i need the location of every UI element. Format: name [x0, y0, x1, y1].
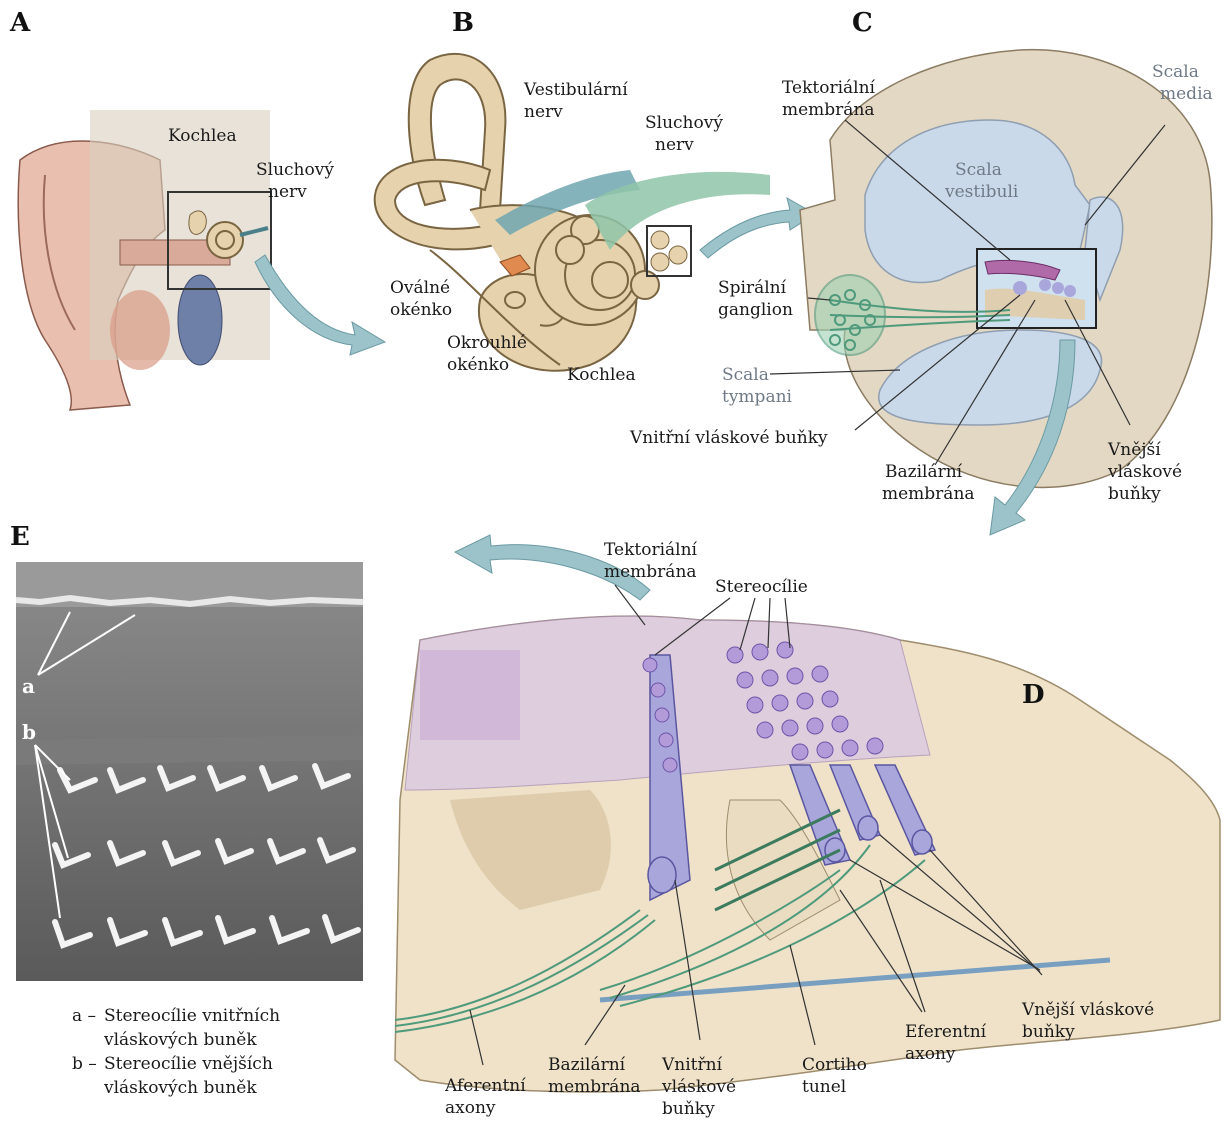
legend-text-b-1: Stereocílie vnějších [104, 1052, 273, 1076]
legend-text-a-1: Stereocílie vnitřních [104, 1004, 280, 1028]
label-d-aferentni-1: Aferentní [445, 1076, 526, 1097]
arrow-a-b [255, 255, 385, 355]
legend-row-b-cont: vláskových buněk [72, 1076, 280, 1100]
label-b-vestibularni-2: nerv [524, 102, 563, 123]
label-d-bazilarni-2: membrána [548, 1077, 641, 1098]
label-b-okrouhle-1: Okrouhlé [447, 333, 527, 354]
label-c-vnejsi-3: buňky [1108, 484, 1161, 505]
label-b-ovalne-2: okénko [390, 300, 452, 321]
legend-text-b-2: vláskových buněk [104, 1076, 257, 1100]
label-c-vnejsi-1: Vnější [1108, 440, 1161, 461]
round-window [505, 292, 525, 308]
label-c-vnitrni: Vnitřní vláskové buňky [630, 428, 828, 449]
label-a-kochlea: Kochlea [168, 126, 237, 147]
label-d-tektorialni-2: membrána [604, 562, 697, 583]
label-b-okrouhle-2: okénko [447, 355, 509, 376]
legend-key-b: b – [72, 1052, 104, 1076]
legend-row-a-cont: vláskových buněk [72, 1028, 280, 1052]
label-b-ovalne-1: Oválné [390, 278, 450, 299]
label-d-bazilarni-1: Bazilární [548, 1055, 625, 1076]
label-d-vnitrni-1: Vnitřní [662, 1055, 722, 1076]
label-b-kochlea: Kochlea [567, 365, 636, 386]
label-d-vnitrni-2: vláskové [662, 1077, 736, 1098]
label-a-sluchovy-1: Sluchový [256, 160, 334, 181]
legend-row-b: b – Stereocílie vnějších [72, 1052, 280, 1076]
label-b-vestibularni-1: Vestibulární [524, 80, 628, 101]
legend-row-a: a – Stereocílie vnitřních [72, 1004, 280, 1028]
label-c-vnejsi-2: vláskové [1108, 462, 1182, 483]
label-c-bazilarni-2: membrána [882, 484, 975, 505]
label-c-scala-media-2: media [1160, 84, 1213, 105]
label-d-cortiho-1: Cortiho [802, 1055, 867, 1076]
label-c-scala-media-1: Scala [1152, 62, 1199, 83]
label-c-tektorialni-2: membrána [782, 100, 875, 121]
panel-e-micrograph [16, 562, 363, 981]
label-d-eferentni-1: Eferentní [905, 1022, 986, 1043]
label-c-spiralni-2: ganglion [718, 300, 793, 321]
label-c-scala-tympani-1: Scala [722, 365, 769, 386]
label-d-tektorialni-1: Tektoriální [604, 540, 697, 561]
label-a-sluchovy-2: nerv [268, 182, 307, 203]
panel-letter-d: D [1022, 680, 1045, 710]
label-b-sluchovy-1: Sluchový [645, 113, 723, 134]
micrograph-marker-a: a [22, 676, 35, 697]
label-d-stereocilie: Stereocílie [715, 577, 808, 598]
micrograph-legend: a – Stereocílie vnitřních vláskových bun… [72, 1004, 280, 1100]
label-d-eferentni-2: axony [905, 1044, 956, 1065]
legend-text-a-2: vláskových buněk [104, 1028, 257, 1052]
label-c-scala-vestibuli-2: vestibuli [945, 182, 1018, 203]
label-d-vnejsi-1: Vnější vláskové [1022, 1000, 1154, 1021]
label-c-scala-vestibuli-1: Scala [955, 160, 1002, 181]
arrow-b-c [700, 198, 815, 258]
panel-letter-c: C [852, 8, 873, 38]
label-d-vnitrni-3: buňky [662, 1099, 715, 1120]
label-c-tektorialni-1: Tektoriální [782, 78, 875, 99]
label-c-spiralni-1: Spirální [718, 278, 786, 299]
label-b-sluchovy-2: nerv [655, 135, 694, 156]
panel-a-drawing [18, 110, 271, 410]
panel-letter-e: E [10, 522, 30, 552]
panel-letter-a: A [10, 8, 30, 38]
legend-key-a: a – [72, 1004, 104, 1028]
micrograph-marker-b: b [22, 722, 36, 743]
label-c-bazilarni-1: Bazilární [885, 462, 962, 483]
label-c-scala-tympani-2: tympani [722, 387, 792, 408]
panel-letter-b: B [452, 8, 474, 38]
label-d-aferentni-2: axony [445, 1098, 496, 1119]
label-d-vnejsi-2: buňky [1022, 1022, 1075, 1043]
label-d-cortiho-2: tunel [802, 1077, 846, 1098]
